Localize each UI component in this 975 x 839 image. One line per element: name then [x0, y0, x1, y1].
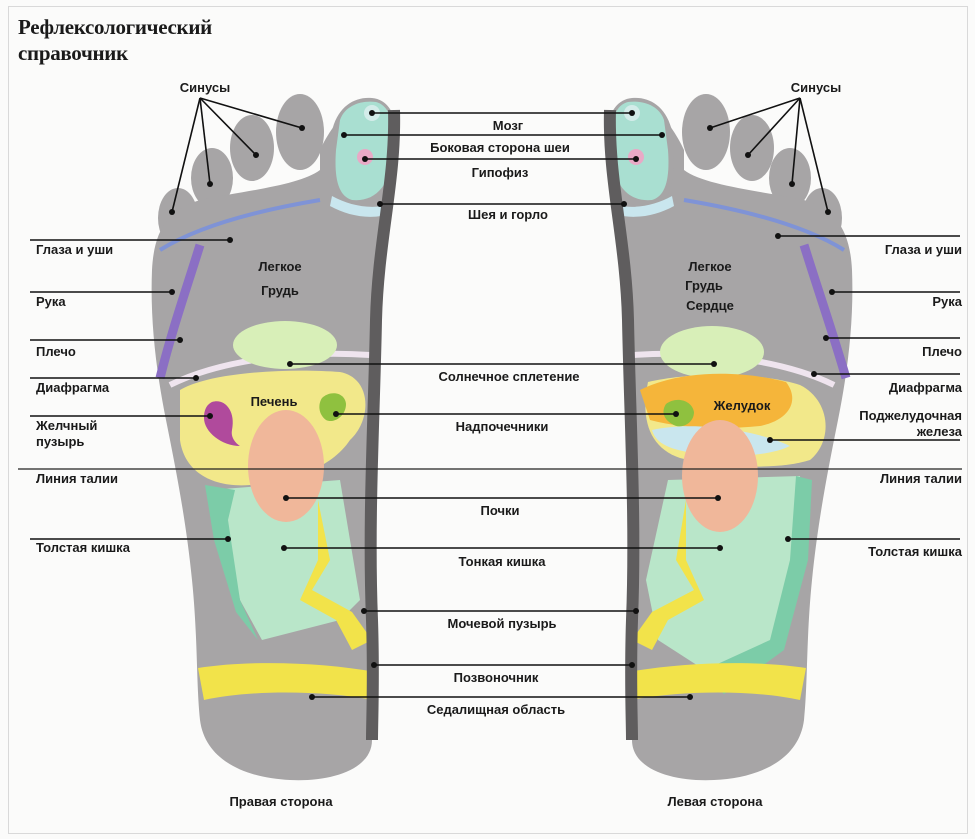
center-labels: Мозг Боковая сторона шеи Гипофиз Шея и г… [427, 118, 580, 717]
left-second-toe [682, 94, 730, 170]
label-kidneys: Почки [480, 503, 519, 518]
label-left-arm: Рука [932, 294, 962, 309]
label-bladder: Мочевой пузырь [448, 616, 557, 631]
left-neck-zone [612, 196, 674, 217]
label-spine: Позвоночник [454, 670, 539, 685]
label-right-shoulder: Плечо [36, 344, 76, 359]
label-left-caption: Левая сторона [668, 794, 764, 809]
label-brain: Мозг [493, 118, 524, 133]
label-right-gallbladder-1: Желчный [35, 418, 97, 433]
left-solar-plexus-zone [660, 326, 764, 378]
left-sciatic-zone [628, 663, 806, 700]
label-left-sinuses: Синусы [791, 80, 841, 95]
right-foot [151, 94, 401, 781]
right-second-toe [276, 94, 324, 170]
label-neck-throat: Шея и горло [468, 207, 548, 222]
label-right-sinuses: Синусы [180, 80, 230, 95]
page-title: Рефлексологический справочник [18, 14, 212, 66]
left-third-toe [730, 115, 774, 181]
right-eye-ear-zone [158, 198, 321, 252]
label-left-pancreas-1: Поджелудочная [859, 408, 962, 423]
label-right-chest: Грудь [261, 283, 299, 298]
label-left-shoulder: Плечо [922, 344, 962, 359]
right-arm-zone [155, 243, 205, 380]
label-right-caption: Правая сторона [229, 794, 333, 809]
label-right-diaphragm: Диафрагма [36, 380, 110, 395]
left-ureter-zone [632, 500, 704, 650]
right-foot-labels: Синусы Глаза и уши Рука Плечо Диафрагма … [35, 80, 333, 809]
right-colon-zone [205, 485, 258, 640]
label-sciatic: Седалищная область [427, 702, 565, 717]
left-arm-zone [799, 243, 851, 380]
right-leaders [30, 97, 305, 542]
title-line-2: справочник [18, 41, 128, 65]
label-right-liver: Печень [251, 394, 298, 409]
left-kidney-zone [682, 420, 758, 532]
label-right-colon: Толстая кишка [36, 540, 131, 555]
label-left-stomach: Желудок [713, 398, 771, 413]
label-adrenals: Надпочечники [456, 419, 549, 434]
label-right-arm: Рука [36, 294, 66, 309]
right-gallbladder-zone [204, 401, 240, 446]
label-left-diaphragm: Диафрагма [889, 380, 963, 395]
page-frame [8, 6, 968, 834]
label-left-lung: Легкое [688, 259, 731, 274]
left-leaders [707, 97, 960, 542]
right-spine-zone [364, 109, 401, 741]
label-solar-plexus: Солнечное сплетение [438, 369, 579, 384]
label-left-waist: Линия талии [880, 471, 962, 486]
right-third-toe [230, 115, 274, 181]
left-spine-zone [603, 109, 640, 741]
label-neck-side: Боковая сторона шеи [430, 140, 570, 155]
label-right-eyes-ears: Глаза и уши [36, 242, 113, 257]
label-small-intestine: Тонкая кишка [459, 554, 547, 569]
label-right-waist: Линия талии [36, 471, 118, 486]
left-foot [603, 94, 853, 781]
label-pituitary: Гипофиз [472, 165, 529, 180]
left-eye-ear-zone [683, 198, 846, 252]
label-left-pancreas-2: железа [916, 424, 963, 439]
right-neck-zone [330, 196, 392, 217]
label-left-heart: Сердце [686, 298, 734, 313]
right-sciatic-zone [198, 663, 376, 700]
center-leaders [281, 110, 723, 700]
label-left-chest: Грудь [685, 278, 723, 293]
right-fourth-toe [191, 148, 233, 208]
label-left-colon: Толстая кишка [868, 544, 963, 559]
left-colon-zone [700, 476, 812, 694]
left-foot-labels: Синусы Глаза и уши Рука Плечо Диафрагма … [668, 80, 963, 809]
right-kidney-zone [248, 410, 324, 522]
left-fourth-toe [769, 148, 811, 208]
label-right-lung: Легкое [258, 259, 301, 274]
label-right-gallbladder-2: пузырь [36, 434, 84, 449]
right-solar-plexus-zone [233, 321, 337, 369]
title-line-1: Рефлексологический [18, 15, 212, 39]
label-left-eyes-ears: Глаза и уши [885, 242, 962, 257]
right-ureter-zone [300, 500, 372, 650]
